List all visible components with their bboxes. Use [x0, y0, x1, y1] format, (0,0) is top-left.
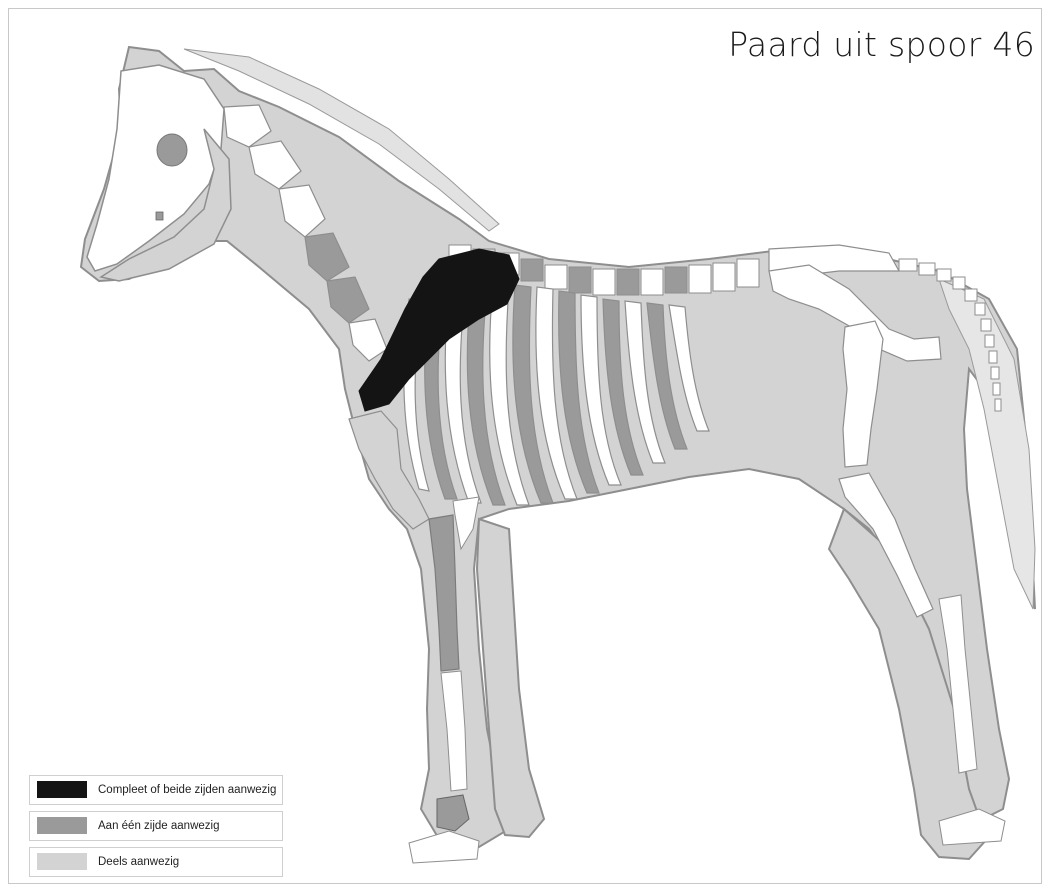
legend-label-one-side: Aan één zijde aanwezig [98, 820, 219, 832]
legend: Compleet of beide zijden aanwezig Aan éé… [29, 769, 283, 877]
legend-swatch-partial [37, 853, 87, 870]
legend-label-partial: Deels aanwezig [98, 856, 179, 868]
legend-label-complete: Compleet of beide zijden aanwezig [98, 784, 276, 796]
diagram-frame: Paard uit spoor 46 Compleet of beide zij… [8, 8, 1042, 884]
horse-skeleton-diagram [9, 9, 1042, 884]
legend-item-complete: Compleet of beide zijden aanwezig [29, 775, 283, 805]
orbit [157, 134, 187, 166]
legend-swatch-one-side [37, 817, 87, 834]
legend-swatch-complete [37, 781, 87, 798]
diagram-title: Paard uit spoor 46 [728, 25, 1035, 64]
tooth-fragment [156, 212, 163, 220]
legend-item-one-side: Aan één zijde aanwezig [29, 811, 283, 841]
legend-item-partial: Deels aanwezig [29, 847, 283, 877]
